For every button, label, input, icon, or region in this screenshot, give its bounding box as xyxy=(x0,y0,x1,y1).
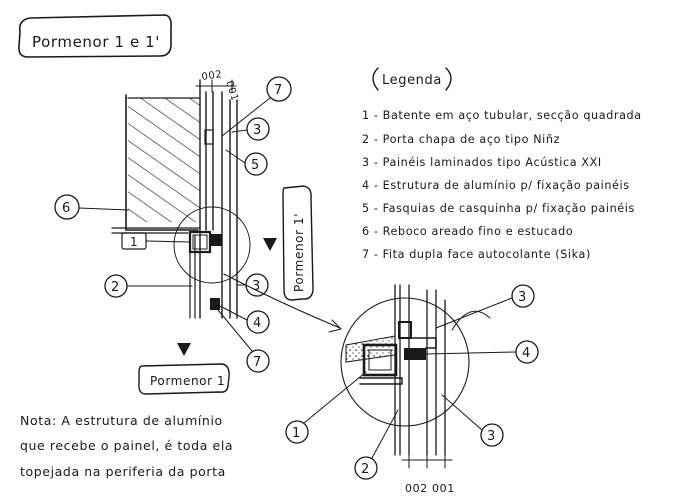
enlarged-layers xyxy=(394,284,446,456)
callout-1p-4-label: 4 xyxy=(522,346,531,361)
dim-b-label: 001 xyxy=(223,80,240,103)
wall-outline xyxy=(125,94,199,231)
lower-profile xyxy=(210,298,220,310)
legend-item-3: 3 - Painéis laminados tipo Acústica XXI xyxy=(362,156,602,169)
view-marker-1-icon xyxy=(177,343,191,356)
callout-1p-3-top xyxy=(511,284,535,308)
callout-5 xyxy=(244,152,268,176)
label-box-detail-1 xyxy=(138,363,230,395)
note-block: Nota: A estrutura de alumínio que recebe… xyxy=(20,413,233,479)
leader-1p-1 xyxy=(303,371,367,424)
callout-7-top-label: 7 xyxy=(274,83,283,98)
legend-paren-right xyxy=(445,67,452,91)
note-line-1: Nota: A estrutura de alumínio xyxy=(20,413,223,428)
steel-frame-inner xyxy=(192,234,208,250)
aluminium-profile xyxy=(210,234,222,246)
callout-1-label: 1 xyxy=(130,235,138,249)
callout-5-label: 5 xyxy=(251,158,260,173)
callout-1p-1 xyxy=(285,420,309,444)
callout-7-bottom xyxy=(246,349,270,373)
callout-6 xyxy=(54,194,80,220)
enlarged-arc xyxy=(451,310,491,331)
note-line-3: topejada na periferia da porta xyxy=(20,464,226,479)
detail-1p-drawing: 002 001 3 4 1 2 3 xyxy=(285,284,539,495)
callout-1p-2 xyxy=(354,456,378,480)
leader-1p-3-bottom xyxy=(441,394,483,431)
dim-a-label: 002 xyxy=(201,69,223,83)
enlarged-circle xyxy=(340,297,470,427)
enlarged-bracket xyxy=(411,337,437,349)
leader-6 xyxy=(78,207,129,211)
callout-4-label: 4 xyxy=(253,316,262,331)
callout-7-top xyxy=(266,76,292,102)
legend-item-7: 7 - Fita dupla face autocolante (Sika) xyxy=(362,248,591,261)
callout-1p-2-label: 2 xyxy=(361,462,370,477)
leader-4 xyxy=(219,305,248,321)
title-text: Pormenor 1 e 1' xyxy=(32,33,160,51)
enlarged-steel-tube xyxy=(362,343,398,377)
legend: Legenda 1 - Batente em aço tubular, secç… xyxy=(362,67,642,261)
legend-item-4: 4 - Estrutura de alumínio p/ fixação pai… xyxy=(362,179,630,192)
callout-1p-3-top-label: 3 xyxy=(518,290,527,305)
leader-1p-2 xyxy=(371,409,399,459)
label-box-detail-1p xyxy=(282,185,314,301)
wall-hatch xyxy=(128,98,200,222)
leader-1 xyxy=(145,240,191,243)
legend-item-5: 5 - Fasquias de casquinha p/ fixação pai… xyxy=(362,202,635,215)
dim-a-label-bottom: 002 xyxy=(405,482,428,495)
enlarged-tape xyxy=(398,321,412,339)
leader-7-top xyxy=(221,97,271,137)
callout-6-label: 6 xyxy=(62,201,71,216)
title-block: Pormenor 1 e 1' xyxy=(18,14,172,58)
enlarged-aluminium-profile xyxy=(404,348,426,360)
legend-item-2: 2 - Porta chapa de aço tipo Niñz xyxy=(362,133,560,146)
legend-item-6: 6 - Reboco areado fino e estucado xyxy=(362,225,573,238)
detail-1-drawing: 002 001 7 3 5 6 1 2 3 4 7 xyxy=(54,69,342,395)
callout-3-bottom-label: 3 xyxy=(252,279,261,294)
leader-1p-3-top xyxy=(435,297,513,329)
leader-7-bottom xyxy=(217,309,253,352)
detail-circle xyxy=(173,206,251,284)
dim-line-top xyxy=(195,79,237,93)
detail-arrow-head-icon xyxy=(328,319,342,333)
dim-b-label-bottom: 001 xyxy=(432,482,455,495)
note-line-2: que recebe o painel, é toda ela xyxy=(20,438,233,453)
callout-3-top xyxy=(246,117,270,141)
enlarged-steel-inner xyxy=(368,349,392,371)
enlarged-base xyxy=(359,377,403,385)
legend-heading: Legenda xyxy=(382,73,442,88)
view-marker-1p-icon xyxy=(263,238,277,251)
callout-2-label: 2 xyxy=(111,280,120,295)
callout-3-top-label: 3 xyxy=(253,123,262,138)
dim-line-bottom xyxy=(401,439,453,469)
leader-3-top xyxy=(231,129,248,133)
label-detail-1: Pormenor 1 xyxy=(150,374,225,388)
leader-5 xyxy=(225,149,246,164)
callout-7-bottom-label: 7 xyxy=(253,355,262,370)
tape-strip xyxy=(204,129,214,145)
title-frame xyxy=(18,14,172,58)
label-detail-1p: Pormenor 1' xyxy=(292,213,306,292)
legend-item-1: 1 - Batente em aço tubular, secção quadr… xyxy=(362,109,642,122)
callout-1p-3-bottom-label: 3 xyxy=(487,429,496,444)
leader-1p-4 xyxy=(425,351,517,355)
callout-1p-1-label: 1 xyxy=(292,426,301,441)
detail-arrow xyxy=(223,273,341,329)
legend-paren-left xyxy=(372,67,379,91)
plaster-band xyxy=(345,335,396,363)
door-layers xyxy=(199,79,238,319)
callout-4 xyxy=(246,310,270,334)
callout-1p-3-bottom xyxy=(480,423,504,447)
